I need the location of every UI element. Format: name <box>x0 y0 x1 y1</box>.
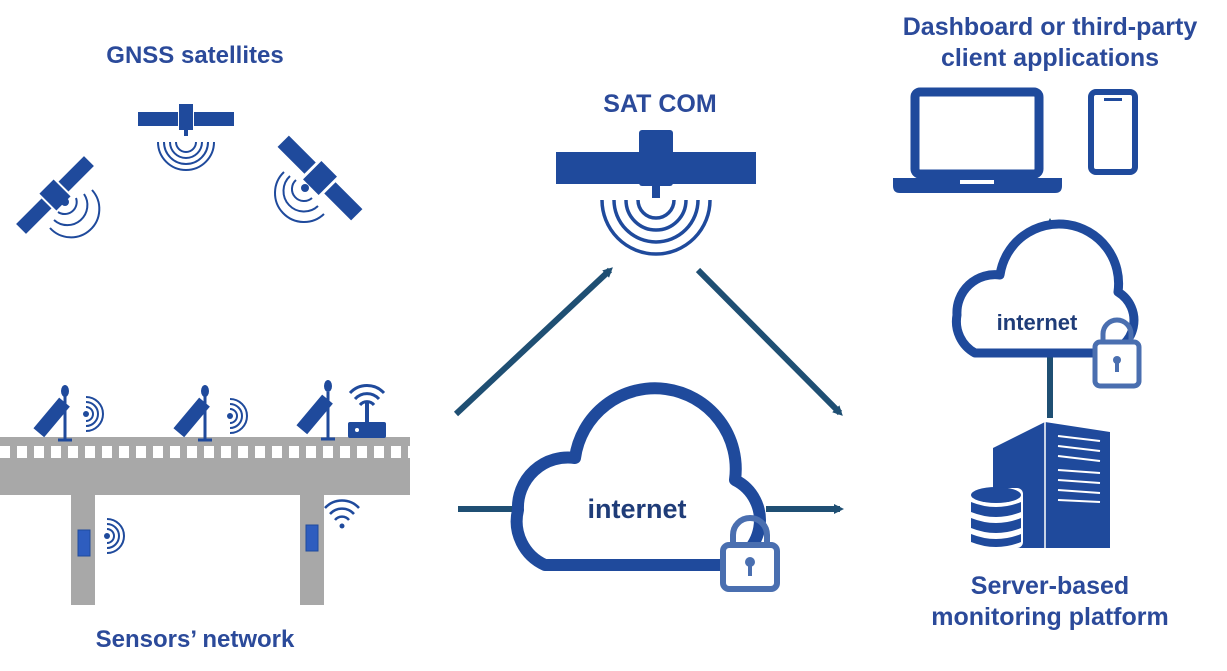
laptop-icon <box>893 87 1062 193</box>
signal-icon <box>226 398 248 434</box>
wifi-icon <box>348 383 386 407</box>
gnss-antenna-icon <box>33 385 72 442</box>
satcom-satellite <box>556 130 756 256</box>
wifi-icon <box>324 499 360 529</box>
sensors-network-label: Sensors’ network <box>95 626 295 653</box>
bridge-rail-pattern <box>0 446 410 458</box>
gnss-satellites-label: GNSS satellites <box>106 42 284 69</box>
satellite-icon <box>556 130 756 198</box>
phone-icon <box>1088 89 1138 175</box>
satcom-label: SAT COM <box>603 90 717 118</box>
gnss-antenna-icon <box>173 385 212 442</box>
lock-icon <box>1092 317 1142 389</box>
gnss-antenna-icon <box>296 380 335 441</box>
gnss-satellite-top <box>138 104 234 171</box>
signal-icon <box>82 396 104 432</box>
lock-icon <box>720 515 780 592</box>
pillar-sensor-right <box>305 524 319 552</box>
database-icon <box>967 487 1023 548</box>
server-label-line1: Server-based <box>970 572 1130 600</box>
dashboard-label-line2: client applications <box>940 44 1160 72</box>
server-platform-label: Server-based monitoring platform <box>900 571 1200 633</box>
pillar-sensor-left <box>77 529 91 557</box>
signal-icon <box>157 141 215 171</box>
arrow-satcom-to-server <box>695 267 843 416</box>
gnss-satellite-left <box>16 156 101 239</box>
gnss-satellite-right <box>274 135 363 223</box>
signal-icon <box>103 518 125 554</box>
bridge-structure <box>0 437 410 605</box>
dashboard-label-line1: Dashboard or third-party <box>902 13 1198 41</box>
signal-icon <box>600 199 712 256</box>
signal-icon <box>274 171 325 223</box>
signal-icon <box>49 189 101 239</box>
cloud-icon: internet <box>951 219 1139 358</box>
bridge-rail-posts <box>10 446 408 458</box>
arrow-sensors-to-satcom <box>453 267 613 417</box>
satellite-icon <box>277 135 363 221</box>
router-icon <box>348 383 386 438</box>
cloud-label-main: internet <box>587 494 686 524</box>
cloud-icon: internet <box>510 382 766 571</box>
dashboard-label: Dashboard or third-party client applicat… <box>880 12 1220 74</box>
satellite-icon <box>138 104 234 136</box>
cloud-label-upper: internet <box>997 310 1078 335</box>
server-label-line2: monitoring platform <box>931 603 1169 631</box>
